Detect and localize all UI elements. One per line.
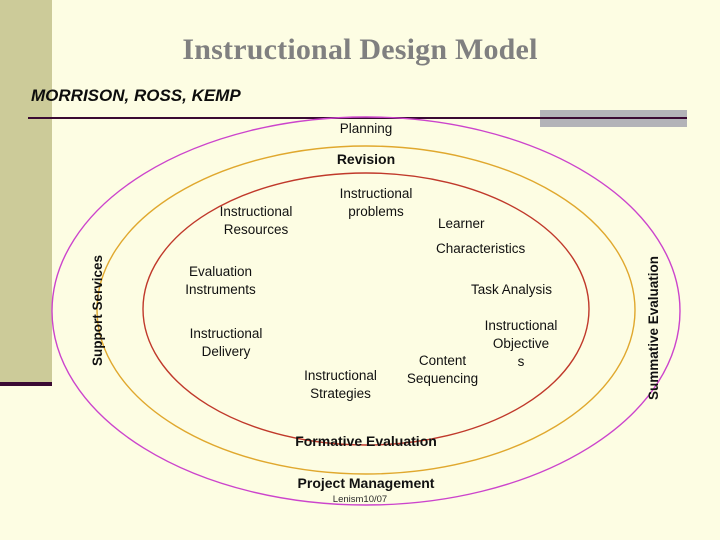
core-element-instructional-problems: Instructional problems	[339, 186, 413, 219]
ring-label-project-management: Project Management	[297, 475, 435, 491]
page-subtitle: MORRISON, ROSS, KEMP	[31, 86, 241, 105]
ring-label-support-services: Support Services	[90, 254, 105, 366]
core-element-learner-characteristics: Characteristics	[436, 241, 526, 256]
core-element-instructional-resources: Instructional Resources	[219, 204, 293, 237]
ring-label-planning: Planning	[339, 121, 393, 136]
core-element-learner: Learner	[438, 216, 485, 231]
page-title: Instructional Design Model	[182, 33, 538, 66]
core-element-instructional-strategies: Instructional Strategies	[304, 368, 377, 401]
footer-note: Lenism10/07	[332, 494, 388, 505]
ring-label-formative-evaluation: Formative Evaluation	[295, 433, 437, 449]
core-element-evaluation-instruments: Evaluation Instruments	[185, 264, 256, 297]
core-element-content-sequencing: Content Sequencing	[406, 353, 479, 386]
header-rule	[28, 117, 687, 119]
left-accent-bar-underline	[0, 382, 52, 386]
left-accent-bar	[0, 0, 52, 382]
inner-ring-ellipse	[142, 172, 590, 446]
core-element-instructional-delivery: Instructional Delivery	[189, 326, 263, 359]
core-element-task-analysis: Task Analysis	[471, 282, 553, 297]
outer-ring-ellipse	[51, 116, 681, 506]
ring-label-summative-evaluation: Summative Evaluation	[646, 255, 661, 400]
core-element-instructional-objectives: Instructional Objective s	[484, 318, 558, 369]
middle-ring-ellipse	[96, 145, 636, 475]
ring-label-revision: Revision	[336, 151, 396, 167]
